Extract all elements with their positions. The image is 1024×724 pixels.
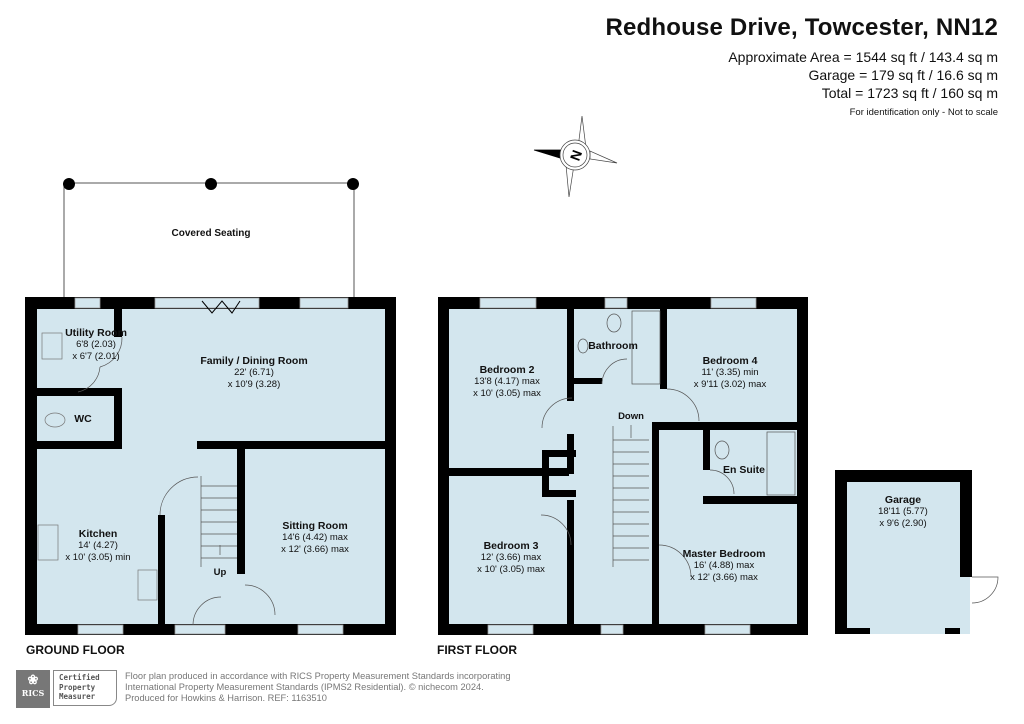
total-area: Total = 1723 sq ft / 160 sq m xyxy=(821,85,998,101)
ground-floor-label: GROUND FLOOR xyxy=(26,643,125,657)
first-floor-plan xyxy=(438,297,808,635)
room-wc: WC xyxy=(74,413,92,425)
property-title: Redhouse Drive, Towcester, NN12 xyxy=(605,14,998,41)
room-utility: Utility Room 6'8 (2.03) x 6'7 (2.01) xyxy=(65,327,127,363)
room-name: Garage xyxy=(884,494,922,506)
room-name: En Suite xyxy=(722,464,766,476)
room-name: Bathroom xyxy=(588,340,638,352)
garage-plan xyxy=(835,470,999,634)
footer-line: International Property Measurement Stand… xyxy=(125,682,484,692)
room-name: Kitchen xyxy=(78,528,118,540)
compass-rose-icon: N xyxy=(533,115,618,198)
room-name: Master Bedroom xyxy=(682,548,766,560)
room-name: Bedroom 3 xyxy=(483,540,539,552)
ground-floor-plan xyxy=(25,297,396,635)
room-name: Utility Room xyxy=(65,327,127,339)
room-name: WC xyxy=(74,413,92,425)
garage-area: Garage = 179 sq ft / 16.6 sq m xyxy=(808,67,999,83)
room-bedroom-2: Bedroom 2 13'8 (4.17) max x 10' (3.05) m… xyxy=(473,364,541,400)
room-dim2: x 12' (3.66) max xyxy=(690,572,758,583)
room-dim2: x 9'6 (2.90) xyxy=(879,518,927,529)
certified-measurer-box: Certified Property Measurer xyxy=(53,670,117,706)
room-sitting: Sitting Room 14'6 (4.42) max x 12' (3.66… xyxy=(281,520,349,556)
room-name: Family / Dining Room xyxy=(200,355,308,367)
room-name: Bedroom 4 xyxy=(702,355,758,367)
room-en-suite: En Suite xyxy=(723,464,765,476)
room-dim1: 12' (3.66) max xyxy=(480,552,542,563)
footer-line: Produced for Howkins & Harrison. REF: 11… xyxy=(125,693,327,703)
room-family-dining: Family / Dining Room 22' (6.71) x 10'9 (… xyxy=(200,355,307,391)
room-dim2: x 6'7 (2.01) xyxy=(72,351,120,362)
room-dim1: 18'11 (5.77) xyxy=(878,506,928,517)
badge-line: Property xyxy=(59,682,96,692)
room-dim2: x 12' (3.66) max xyxy=(281,544,349,555)
room-dim1: 16' (4.88) max xyxy=(693,560,755,571)
badge-line: Certified xyxy=(59,673,100,682)
room-master-bedroom: Master Bedroom 16' (4.88) max x 12' (3.6… xyxy=(683,548,766,584)
room-bedroom-4: Bedroom 4 11' (3.35) min x 9'11 (3.02) m… xyxy=(694,355,766,391)
room-garage: Garage 18'11 (5.77) x 9'6 (2.90) xyxy=(878,494,928,530)
room-dim2: x 10' (3.05) max xyxy=(473,388,541,399)
room-dim2: x 9'11 (3.02) max xyxy=(693,379,767,390)
room-bathroom: Bathroom xyxy=(588,340,638,352)
room-dim2: x 10' (3.05) min xyxy=(65,552,131,563)
room-dim1: 11' (3.35) min xyxy=(701,367,759,378)
room-kitchen: Kitchen 14' (4.27) x 10' (3.05) min xyxy=(65,528,130,564)
first-floor-label: FIRST FLOOR xyxy=(437,643,517,657)
room-bedroom-3: Bedroom 3 12' (3.66) max x 10' (3.05) ma… xyxy=(477,540,545,576)
footer-line: Floor plan produced in accordance with R… xyxy=(125,671,511,681)
room-dim1: 13'8 (4.17) max xyxy=(474,376,540,387)
stairs-down-label: Down xyxy=(618,411,644,422)
approximate-area: Approximate Area = 1544 sq ft / 143.4 sq… xyxy=(728,49,998,65)
room-dim1: 14' (4.27) xyxy=(78,540,118,551)
badge-line: Measurer xyxy=(59,692,96,701)
rics-badge: ❀ RICS Certified Property Measurer xyxy=(16,670,119,708)
room-name: Sitting Room xyxy=(282,520,348,532)
room-dim1: 14'6 (4.42) max xyxy=(282,532,348,543)
room-dim2: x 10' (3.05) max xyxy=(477,564,545,575)
room-name: Bedroom 2 xyxy=(479,364,535,376)
rics-logo-text: RICS xyxy=(21,688,45,698)
stairs-up-label: Up xyxy=(213,567,227,578)
room-dim1: 6'8 (2.03) xyxy=(76,339,116,350)
label-covered-seating: Covered Seating xyxy=(171,228,251,239)
footer-notes: Floor plan produced in accordance with R… xyxy=(125,671,511,704)
disclaimer: For identification only - Not to scale xyxy=(849,107,998,118)
room-dim2: x 10'9 (3.28) xyxy=(227,379,281,390)
rics-logo-icon: ❀ RICS xyxy=(16,670,50,708)
room-dim1: 22' (6.71) xyxy=(234,367,274,378)
